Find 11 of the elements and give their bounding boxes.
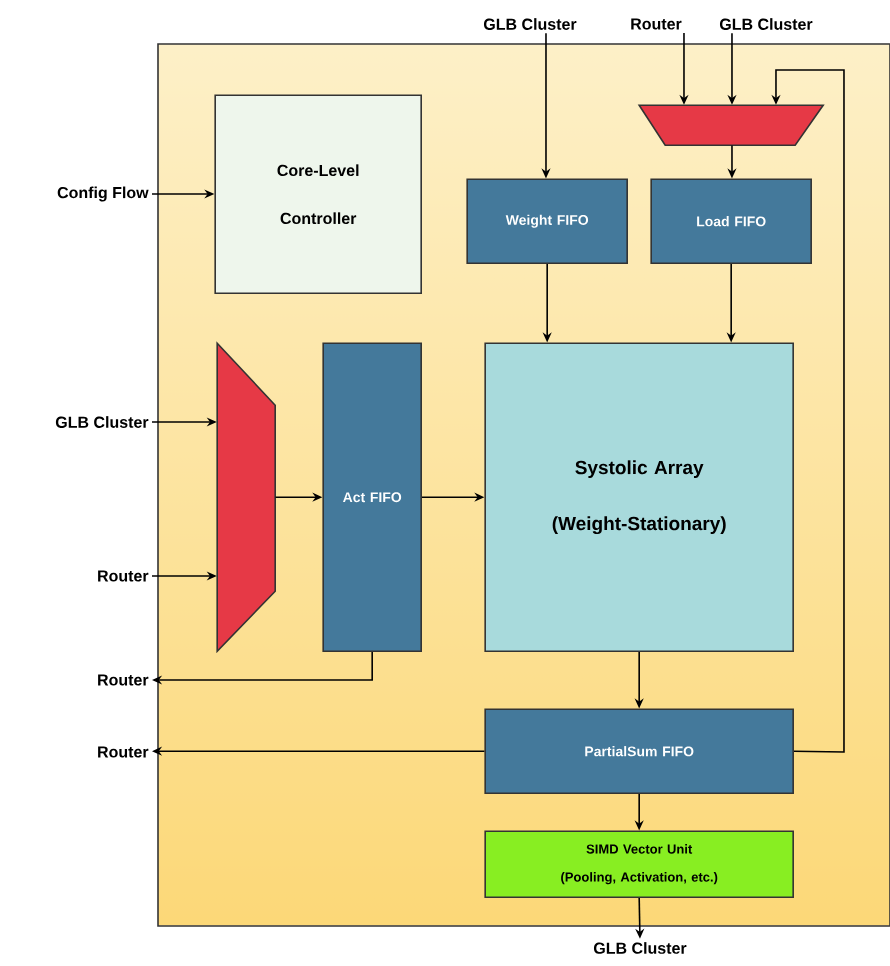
port-label: Config Flow [57, 186, 149, 202]
port-label: Router [631, 18, 682, 30]
port-label: GLB Cluster [55, 416, 149, 428]
controller-box: Core-Level Controller [214, 94, 422, 295]
port-label: GLB Cluster [593, 942, 687, 954]
port-label: Router [98, 570, 149, 582]
port-label: Router [98, 674, 149, 686]
port-label: Router [98, 746, 149, 758]
array-box: Systolic Array (Weight-Stationary) [484, 342, 794, 652]
port-label: GLB Cluster [719, 18, 813, 30]
port-label: GLB Cluster [483, 18, 577, 30]
